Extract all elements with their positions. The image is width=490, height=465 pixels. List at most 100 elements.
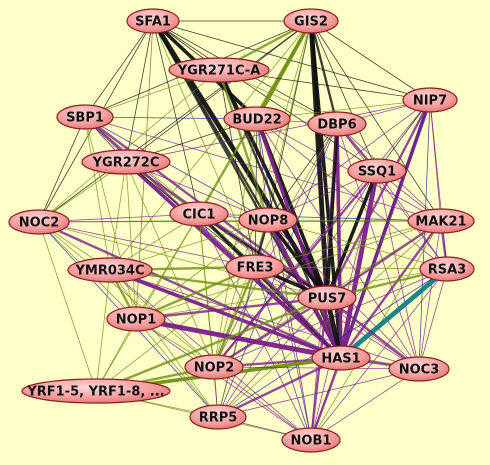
node-noc2[interactable]: NOC2 [8,209,70,235]
node-label: NOP1 [116,313,157,328]
node-cic1[interactable]: CIC1 [169,201,229,227]
edge-gis2-noc2 [38,20,312,223]
edge-gis2-ygr272c [125,20,312,163]
edge-fre3-rsa3 [254,266,448,270]
node-label: NOC3 [399,363,440,378]
node-ellipse[interactable] [402,87,458,113]
node-ellipse[interactable] [169,201,229,227]
edge-noc3-rrp5 [217,368,420,418]
node-pus7[interactable]: PUS7 [297,285,357,311]
node-label: YGR271C-A [177,64,261,79]
node-dbp6[interactable]: DBP6 [307,111,367,137]
edge-bud22-nop8 [256,118,269,221]
node-ellipse[interactable] [297,285,357,311]
edge-mak21-nop1 [135,220,442,320]
node-ellipse[interactable] [189,404,247,430]
edge-ymr034c-has1 [108,268,343,360]
node-gis2[interactable]: GIS2 [283,8,339,34]
node-ellipse[interactable] [238,207,298,233]
edge-rsa3-has1 [338,266,450,361]
node-sfa1[interactable]: SFA1 [126,8,180,34]
node-nip7[interactable]: NIP7 [402,87,458,113]
node-ssq1[interactable]: SSQ1 [347,158,407,184]
edge-mak21-noc3 [418,220,442,370]
edge-noc2-fre3 [38,221,256,268]
edge-fre3-rrp5 [217,266,256,418]
node-label: BUD22 [232,113,281,128]
edge-pus7-noc3 [325,296,421,371]
node-ellipse[interactable] [168,57,270,83]
node-label: NOP8 [248,214,289,229]
edge-bud22-fre3 [254,118,258,268]
node-mak21[interactable]: MAK21 [407,208,475,234]
edge-dbp6-nop8 [267,123,338,221]
node-label: SFA1 [135,15,171,30]
node-rsa3[interactable]: RSA3 [419,256,475,282]
edge-nip7-pus7 [325,98,432,300]
edge-nip7-mak21 [429,99,442,222]
edge-ygr272c-ymr034c [109,161,127,271]
node-has1[interactable]: HAS1 [311,345,371,371]
node-fre3[interactable]: FRE3 [225,254,285,280]
node-label: FRE3 [237,261,274,276]
node-ymr034c[interactable]: YMR034C [67,257,153,283]
node-ellipse[interactable] [347,158,407,184]
node-sbp1[interactable]: SBP1 [56,104,114,130]
edge-fre3-nob1 [254,266,312,441]
edge-ssq1-pus7 [325,169,379,300]
edge-sfa1-sbp1 [84,20,154,118]
node-bud22[interactable]: BUD22 [223,106,291,132]
node-ellipse[interactable] [419,256,475,282]
edge-sfa1-cic1 [152,20,200,215]
node-label: YRF1-5, YRF1-8, ... [26,385,164,400]
edge-pus7-yrf1 [94,296,329,393]
edge-nop1-noc3 [135,318,420,370]
edge-dbp6-fre3 [254,123,338,268]
edge-sbp1-mak21 [84,116,442,222]
node-rrp5[interactable]: RRP5 [189,404,247,430]
edge-ssq1-has1 [338,168,380,361]
node-ygr272c[interactable]: YGR272C [81,149,171,175]
node-ellipse[interactable] [81,149,171,175]
edge-fre3-noc3 [254,266,420,370]
edge-noc3-nob1 [310,368,420,441]
edge-sfa1-ssq1 [152,20,378,172]
node-ellipse[interactable] [311,345,371,371]
node-ellipse[interactable] [106,306,166,332]
node-ellipse[interactable] [184,354,244,380]
node-ellipse[interactable] [388,356,450,382]
node-ellipse[interactable] [21,378,171,404]
edge-ymr034c-rrp5 [109,269,219,418]
node-ellipse[interactable] [281,427,341,453]
edge-has1-nob1 [309,356,343,442]
node-nob1[interactable]: NOB1 [281,427,341,453]
node-label: PUS7 [308,292,347,307]
edge-pus7-rrp5 [217,297,328,418]
node-ellipse[interactable] [225,254,285,280]
node-nop1[interactable]: NOP1 [106,306,166,332]
edge-rsa3-nop1 [135,268,448,320]
node-nop8[interactable]: NOP8 [238,207,298,233]
node-ellipse[interactable] [56,104,114,130]
edge-nop8-pus7 [266,218,329,300]
edge-nop8-nob1 [267,219,312,441]
node-ellipse[interactable] [307,111,367,137]
node-noc3[interactable]: NOC3 [388,356,450,382]
node-ygr271c-a[interactable]: YGR271C-A [168,57,270,83]
edge-rsa3-rrp5 [217,268,448,418]
node-ellipse[interactable] [8,209,70,235]
node-ellipse[interactable] [126,8,180,34]
edge-ymr034c-yrf1 [95,269,111,392]
node-ellipse[interactable] [283,8,339,34]
edge-cic1-yrf1 [95,213,200,392]
node-label: NIP7 [413,94,447,109]
node-label: SSQ1 [358,165,396,180]
node-ellipse[interactable] [407,208,475,234]
edge-cic1-mak21 [198,213,442,222]
node-yrf1[interactable]: YRF1-5, YRF1-8, ... [21,378,171,404]
node-label: MAK21 [415,215,466,230]
node-ellipse[interactable] [223,106,291,132]
node-ellipse[interactable] [67,257,153,283]
edge-sbp1-nop1 [84,116,137,320]
node-nop2[interactable]: NOP2 [184,354,244,380]
